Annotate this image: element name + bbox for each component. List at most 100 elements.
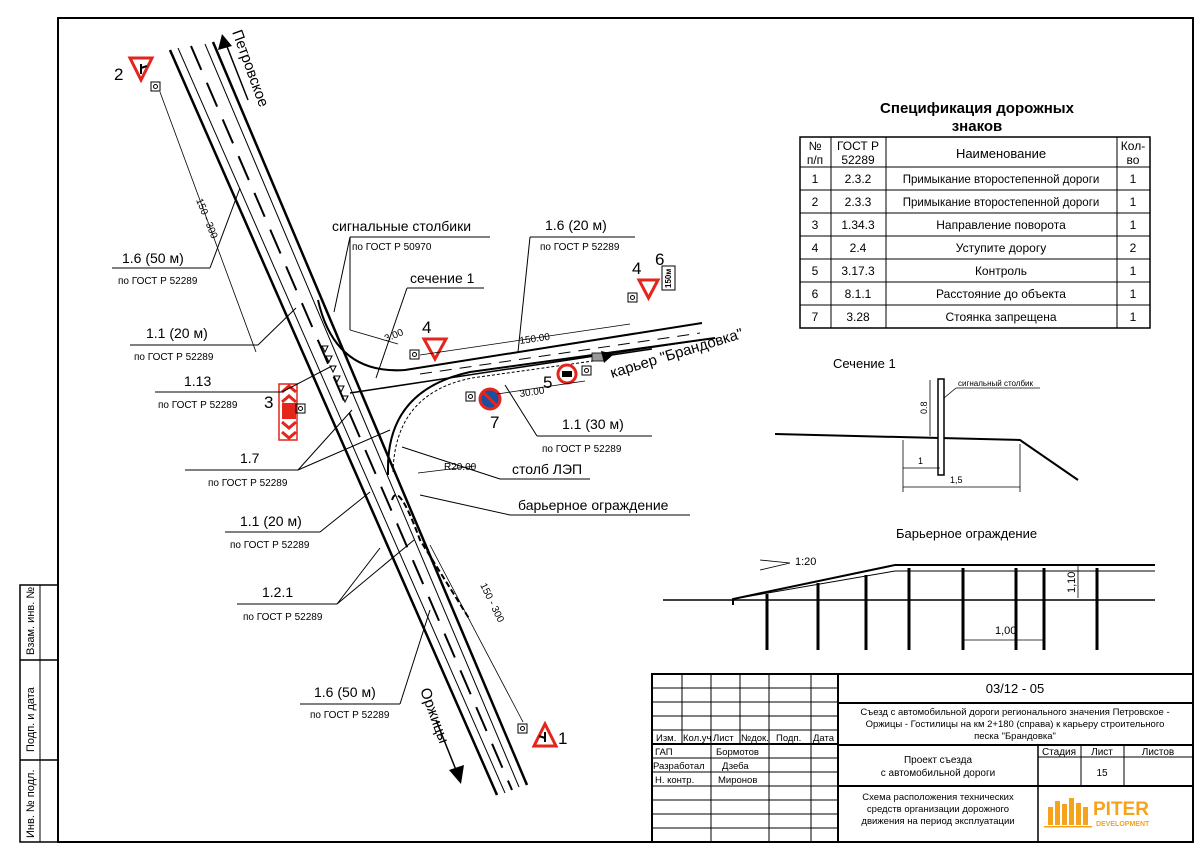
spec-cell-gost: 8.1.1 bbox=[845, 287, 872, 301]
barrier-height: 1,10 bbox=[1066, 572, 1078, 593]
dim-30-label: 30.00 bbox=[519, 386, 546, 400]
sign-5-control bbox=[556, 352, 605, 385]
sign-6-distance-plate: 150м bbox=[661, 265, 676, 291]
leader-m5 bbox=[225, 491, 371, 533]
barrier-title: Барьерное ограждение bbox=[896, 526, 1037, 541]
section-1-width-2: 1,5 bbox=[950, 475, 963, 485]
tb-header-doc: №док. bbox=[741, 733, 769, 744]
spec-cell-qty: 1 bbox=[1130, 310, 1137, 324]
dim-150-label: 150.00 bbox=[519, 332, 551, 347]
callout-pole-label: столб ЛЭП bbox=[512, 461, 582, 477]
tb-header-kol: Кол.уч bbox=[683, 733, 712, 744]
sign-6-plate-text: 150м bbox=[664, 269, 673, 288]
marking-1-2-1-label: 1.2.1 bbox=[262, 584, 293, 600]
spec-cell-name: Стоянка запрещена bbox=[945, 310, 1056, 324]
spec-cell-name: Направление поворота bbox=[936, 218, 1066, 232]
tb-stage-label: Стадия bbox=[1042, 747, 1076, 758]
spec-cell-n: 4 bbox=[812, 241, 819, 255]
marking-1-6-lower-label: 1.6 (50 м) bbox=[314, 684, 376, 700]
drawing-frame bbox=[19, 17, 1194, 843]
spec-cell-n: 2 bbox=[812, 195, 819, 209]
side-stamp-sign-label: Подп. и дата bbox=[25, 686, 37, 752]
leader-m9 bbox=[504, 384, 652, 437]
direction-north-label: Петровское bbox=[228, 28, 272, 110]
marking-1-6-lower-std: по ГОСТ Р 52289 bbox=[310, 710, 390, 721]
spec-table: Спецификация дорожных знаков № п/п ГОСТ … bbox=[799, 100, 1151, 329]
dim-150-300-bottom: 150 - 300 bbox=[429, 544, 524, 723]
spec-cell-qty: 1 bbox=[1130, 218, 1137, 232]
title-block: Изм. Кол.уч Лист №док. Подп. Дата ГАП Бо… bbox=[651, 673, 1194, 843]
tb-code: 03/12 - 05 bbox=[986, 681, 1045, 696]
marking-1-1-top-std: по ГОСТ Р 52289 bbox=[134, 352, 214, 363]
spec-cell-name: Расстояние до объекта bbox=[936, 287, 1066, 301]
leader-m4 bbox=[185, 409, 391, 471]
sign-1-side-road-junction bbox=[517, 720, 559, 748]
spec-cell-n: 6 bbox=[812, 287, 819, 301]
main-road-centerline bbox=[190, 45, 513, 791]
tb-project-1: Проект съезда bbox=[904, 755, 973, 766]
marking-1-1-side-std: по ГОСТ Р 52289 bbox=[542, 444, 622, 455]
sign-6-number: 6 bbox=[655, 250, 664, 269]
tb-role-gap: ГАП bbox=[655, 747, 673, 758]
barrier-detail: Барьерное ограждение 1:20 1,10 1,00 bbox=[663, 526, 1155, 650]
leader-posts bbox=[333, 236, 490, 330]
tb-name-dev: Дзеба bbox=[722, 761, 749, 772]
piter-logo-subtext: DEVELOPMENT bbox=[1096, 821, 1150, 828]
marking-1-1-top-label: 1.1 (20 м) bbox=[146, 325, 208, 341]
section-1-width-1: 1 bbox=[918, 456, 923, 466]
leader-section bbox=[375, 287, 484, 379]
tb-sheets-label: Листов bbox=[1142, 747, 1175, 758]
direction-north-arrow bbox=[218, 34, 249, 101]
dim-150-300-top-label: 150 - 300 bbox=[193, 197, 219, 241]
leader-m3 bbox=[155, 365, 333, 393]
tb-name-ctrl: Миронов bbox=[718, 775, 757, 786]
sign-4a-number: 4 bbox=[422, 318, 431, 337]
spec-cell-n: 7 bbox=[812, 310, 819, 324]
sign-5-number: 5 bbox=[543, 373, 552, 392]
marking-1-6-top-label: 1.6 (50 м) bbox=[122, 250, 184, 266]
barrier-slope: 1:20 bbox=[795, 556, 816, 568]
piter-logo-mark bbox=[1044, 798, 1092, 828]
barrier-span: 1,00 bbox=[995, 625, 1016, 637]
section-1-height: 0.8 bbox=[919, 401, 929, 414]
sign-4-give-way-junction bbox=[409, 337, 449, 363]
leader-m6 bbox=[237, 539, 415, 605]
sign-2-side-road-junction bbox=[127, 56, 161, 92]
leader-m8 bbox=[517, 236, 635, 353]
tb-desc-2: Оржицы - Гостилицы на км 2+180 (справа) … bbox=[866, 719, 1165, 730]
callout-posts-std: по ГОСТ Р 50970 bbox=[352, 242, 432, 253]
spec-cell-n: 5 bbox=[812, 264, 819, 278]
sign-4-give-way-advance bbox=[627, 278, 661, 303]
tb-header-date: Дата bbox=[813, 733, 835, 744]
spec-header-num-2: п/п bbox=[807, 153, 823, 167]
marking-1-1-side-label: 1.1 (30 м) bbox=[562, 416, 624, 432]
side-stamp-inv-label: Инв. № подл. bbox=[25, 769, 37, 838]
leader-pole bbox=[401, 446, 590, 480]
sign-3-number: 3 bbox=[264, 393, 273, 412]
spec-header-qty-2: во bbox=[1127, 153, 1140, 167]
spec-cell-qty: 1 bbox=[1130, 172, 1137, 186]
tb-sheet-number: 15 bbox=[1096, 768, 1108, 779]
spec-cell-n: 1 bbox=[812, 172, 819, 186]
marking-1-13-label: 1.13 bbox=[184, 373, 211, 389]
marking-1-7-label: 1.7 bbox=[240, 450, 260, 466]
spec-header-num-1: № bbox=[809, 139, 822, 153]
piter-logo-text: PITER bbox=[1093, 799, 1149, 820]
spec-cell-gost: 2.3.3 bbox=[845, 195, 872, 209]
sign-7-number: 7 bbox=[490, 413, 499, 432]
tb-role-ctrl: Н. контр. bbox=[655, 775, 694, 786]
spec-cell-name: Примыкание второстепенной дороги bbox=[903, 174, 1100, 186]
spec-cell-name: Примыкание второстепенной дороги bbox=[903, 197, 1100, 209]
spec-cell-qty: 1 bbox=[1130, 287, 1137, 301]
tb-role-dev: Разработал bbox=[653, 761, 705, 772]
sign-7-no-parking bbox=[465, 387, 502, 411]
piter-logo: PITER DEVELOPMENT bbox=[1044, 798, 1150, 828]
leader-barrier bbox=[419, 494, 690, 516]
marking-1-13-std: по ГОСТ Р 52289 bbox=[158, 400, 238, 411]
direction-south-arrow bbox=[435, 719, 464, 784]
callout-barrier-label: барьерное ограждение bbox=[518, 497, 669, 513]
side-stamp-replace-label: Взам. инв. № bbox=[25, 587, 37, 655]
sign-3-turn-direction bbox=[278, 383, 306, 441]
